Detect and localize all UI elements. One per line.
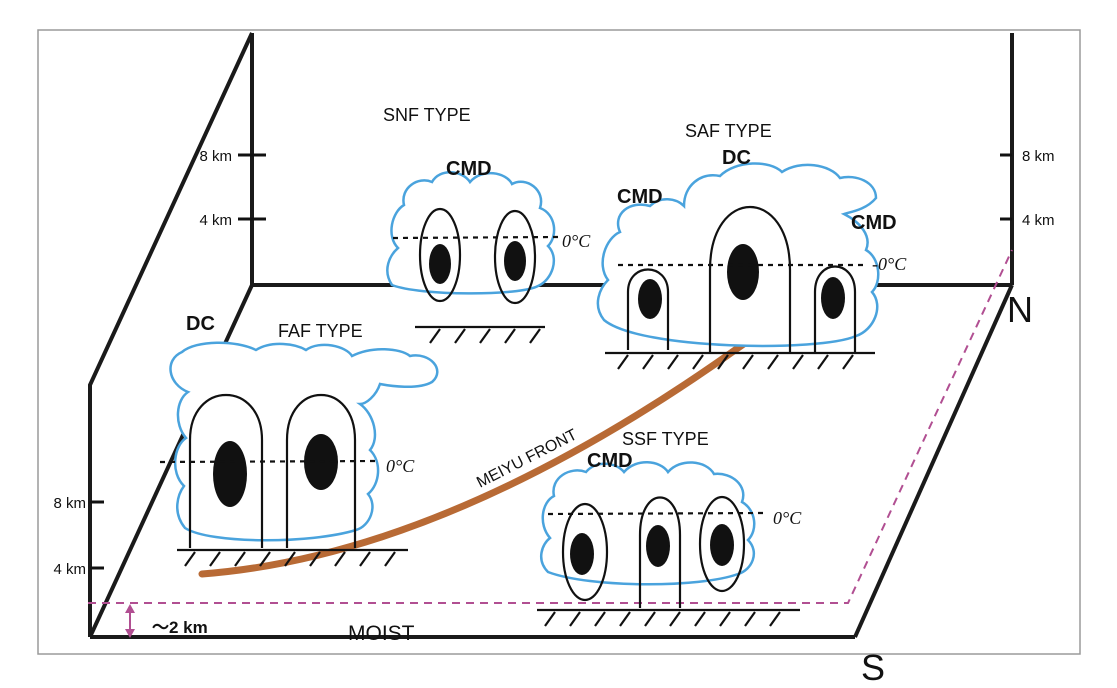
moist-depth-arrow-down	[125, 629, 135, 638]
height-label-8km-back-right: 8 km	[1022, 148, 1055, 165]
snf-core-1	[429, 244, 451, 284]
snf-cmd-label: CMD	[446, 158, 492, 180]
ssf-updraft-3	[698, 495, 746, 593]
moist-label: MOIST	[348, 622, 415, 645]
faf-type-label: FAF TYPE	[278, 321, 363, 341]
snf-type-label: SNF TYPE	[383, 105, 471, 125]
faf-updraft-1	[188, 393, 264, 548]
saf-cmd-left-label: CMD	[617, 186, 663, 208]
snf-updraft-1	[418, 207, 462, 303]
saf-cmd-right-label: CMD	[851, 212, 897, 234]
ssf-freezing-label: 0°C	[773, 508, 802, 528]
meiyu-front-line	[198, 339, 749, 578]
ssf-core-2	[646, 525, 670, 567]
moist-layer-boundary	[88, 249, 1013, 604]
moist-depth-label: ～2 km	[152, 618, 208, 637]
saf-updraft-right	[813, 265, 857, 352]
saf-dc-label: DC	[722, 147, 751, 169]
ssf-freezing-level	[547, 511, 767, 516]
height-label-4km-back-right: 4 km	[1022, 212, 1055, 229]
north-label: N	[1007, 289, 1033, 330]
faf-cloud	[169, 341, 439, 542]
ssf-core-1	[570, 533, 594, 575]
saf-freezing-label: -0°C	[872, 254, 907, 274]
image-frame	[37, 29, 1081, 655]
height-label-8km-front: 8 km	[53, 495, 86, 512]
snf-cloud	[386, 171, 556, 295]
ssf-type-label: SSF TYPE	[622, 429, 709, 449]
saf-type-label: SAF TYPE	[685, 121, 772, 141]
moist-depth-arrow-up	[125, 604, 135, 613]
saf-core-left	[638, 279, 662, 319]
saf-updraft-left	[626, 268, 670, 350]
faf-core-1	[213, 441, 247, 507]
ssf-updraft-1	[561, 502, 609, 602]
snf-updraft-2	[493, 209, 537, 305]
ssf-cmd-label: CMD	[587, 450, 633, 472]
snf-freezing-level	[392, 235, 559, 240]
south-label: S	[861, 647, 885, 688]
snf-system	[386, 171, 559, 345]
height-label-4km-front: 4 km	[53, 561, 86, 578]
faf-freezing-level	[159, 459, 379, 464]
front-left-edge	[88, 32, 254, 637]
saf-system	[596, 162, 880, 371]
faf-system	[159, 341, 439, 568]
saf-updraft-center	[708, 205, 792, 352]
saf-core-center	[727, 244, 759, 300]
faf-dc-label: DC	[186, 313, 215, 335]
ssf-system	[537, 461, 800, 628]
faf-freezing-label: 0°C	[386, 456, 415, 476]
snf-core-2	[504, 241, 526, 281]
floor-right-edge	[853, 284, 1014, 638]
height-label-4km-back-left: 4 km	[199, 212, 232, 229]
saf-core-right	[821, 277, 845, 319]
height-label-8km-back-left: 8 km	[199, 148, 232, 165]
ssf-core-3	[710, 524, 734, 566]
ssf-updraft-2	[638, 496, 682, 608]
faf-updraft-2	[285, 393, 357, 548]
snf-freezing-label: 0°C	[562, 231, 591, 251]
